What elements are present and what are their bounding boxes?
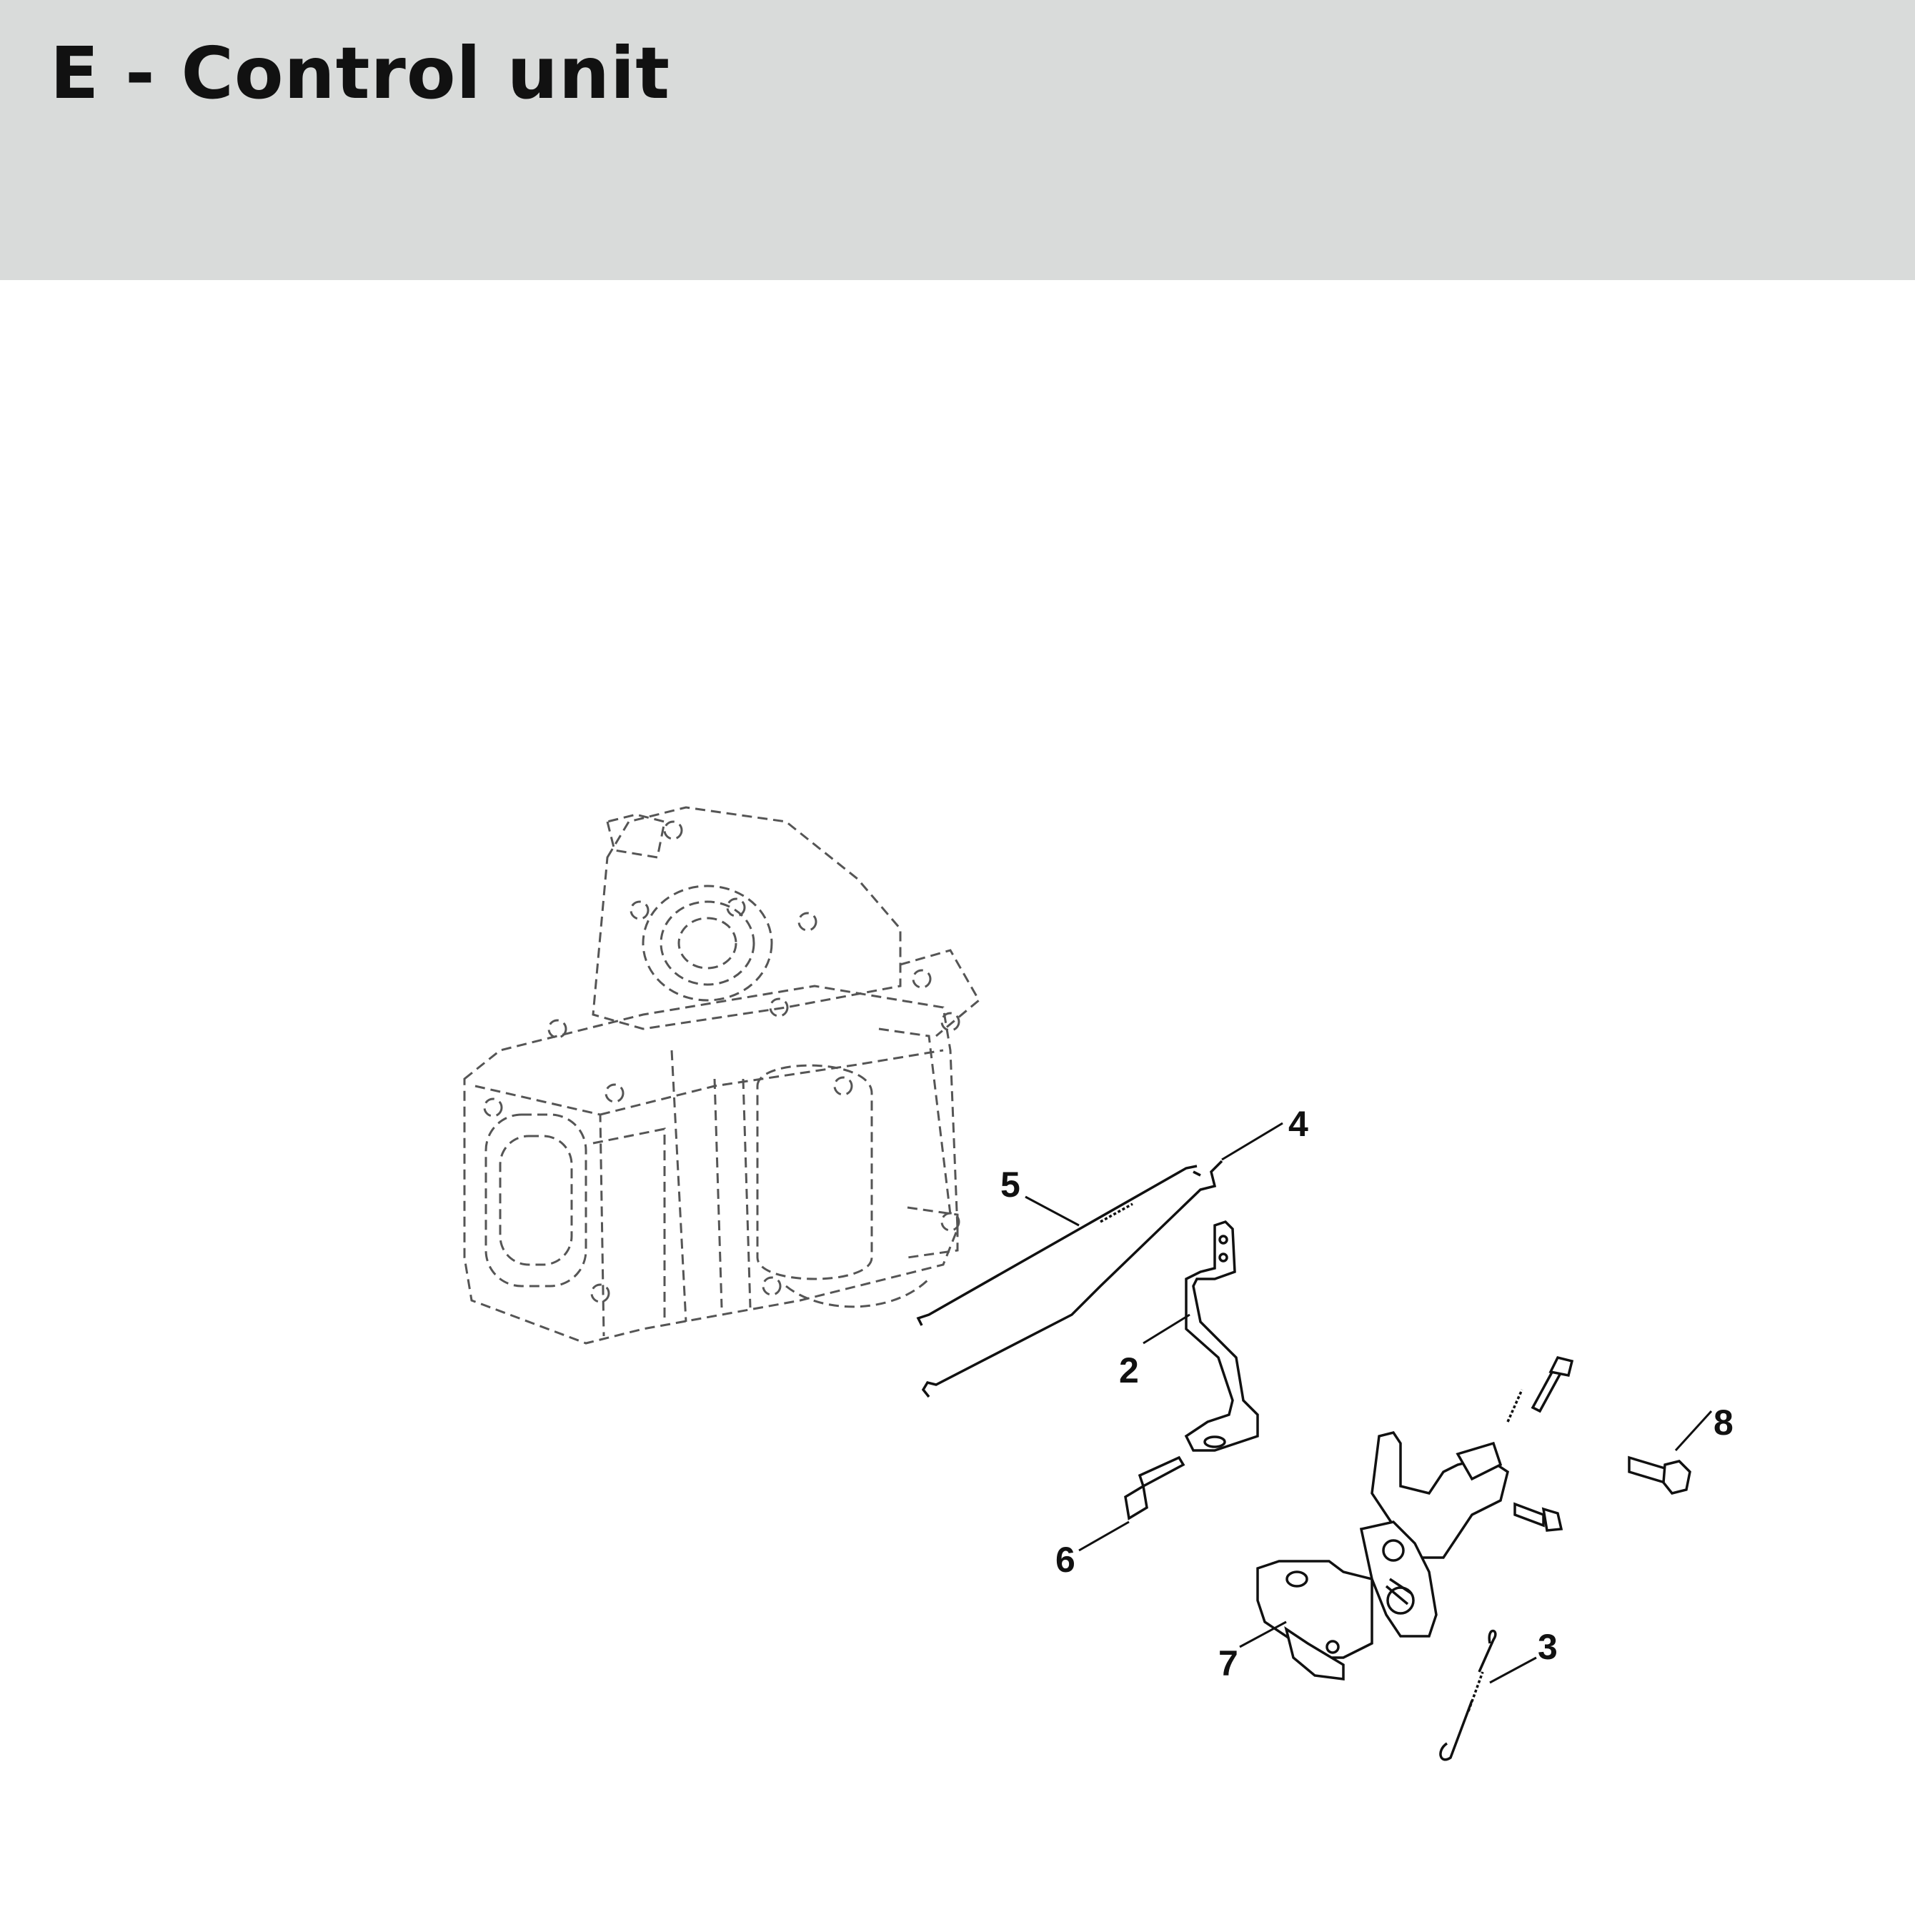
part-7-control-bracket-assembly xyxy=(1256,1431,1509,1680)
callout-2: 2 xyxy=(1119,1350,1139,1390)
callout-leaders xyxy=(1025,1122,1713,1684)
part-4-throttle-linkage-rod xyxy=(921,1160,1223,1398)
callout-numbers: 5 4 2 6 7 3 8 xyxy=(1000,1104,1734,1683)
engine-block-outline xyxy=(463,806,980,1345)
page-title: E - Control unit xyxy=(50,31,671,115)
spring-coil-icon xyxy=(1100,1202,1133,1223)
part-5-governor-spring-rod xyxy=(916,1165,1201,1326)
leader-7 xyxy=(1239,1620,1287,1648)
callout-8: 8 xyxy=(1713,1403,1734,1443)
leader-3 xyxy=(1489,1656,1537,1684)
leader-6 xyxy=(1078,1520,1130,1552)
adjusting-screw xyxy=(1531,1355,1574,1413)
adjusting-spring xyxy=(1506,1389,1523,1423)
leader-8 xyxy=(1674,1410,1713,1452)
callout-3: 3 xyxy=(1538,1627,1558,1667)
callout-7: 7 xyxy=(1218,1643,1238,1683)
callout-6: 6 xyxy=(1055,1540,1075,1580)
part-2-governor-lever xyxy=(1184,1220,1259,1452)
leader-2 xyxy=(1143,1313,1190,1345)
leader-4 xyxy=(1221,1122,1283,1161)
engine-bolts xyxy=(483,820,960,1303)
part-6-bolt xyxy=(1124,1455,1185,1520)
part-8-flange-bolt xyxy=(1628,1455,1691,1495)
leader-5 xyxy=(1025,1195,1080,1227)
callout-5: 5 xyxy=(1000,1165,1020,1205)
part-3-return-spring xyxy=(1439,1629,1497,1761)
callout-4: 4 xyxy=(1288,1104,1308,1144)
header-band: E - Control unit xyxy=(0,0,1915,280)
adjusting-screw-lower xyxy=(1513,1502,1563,1532)
